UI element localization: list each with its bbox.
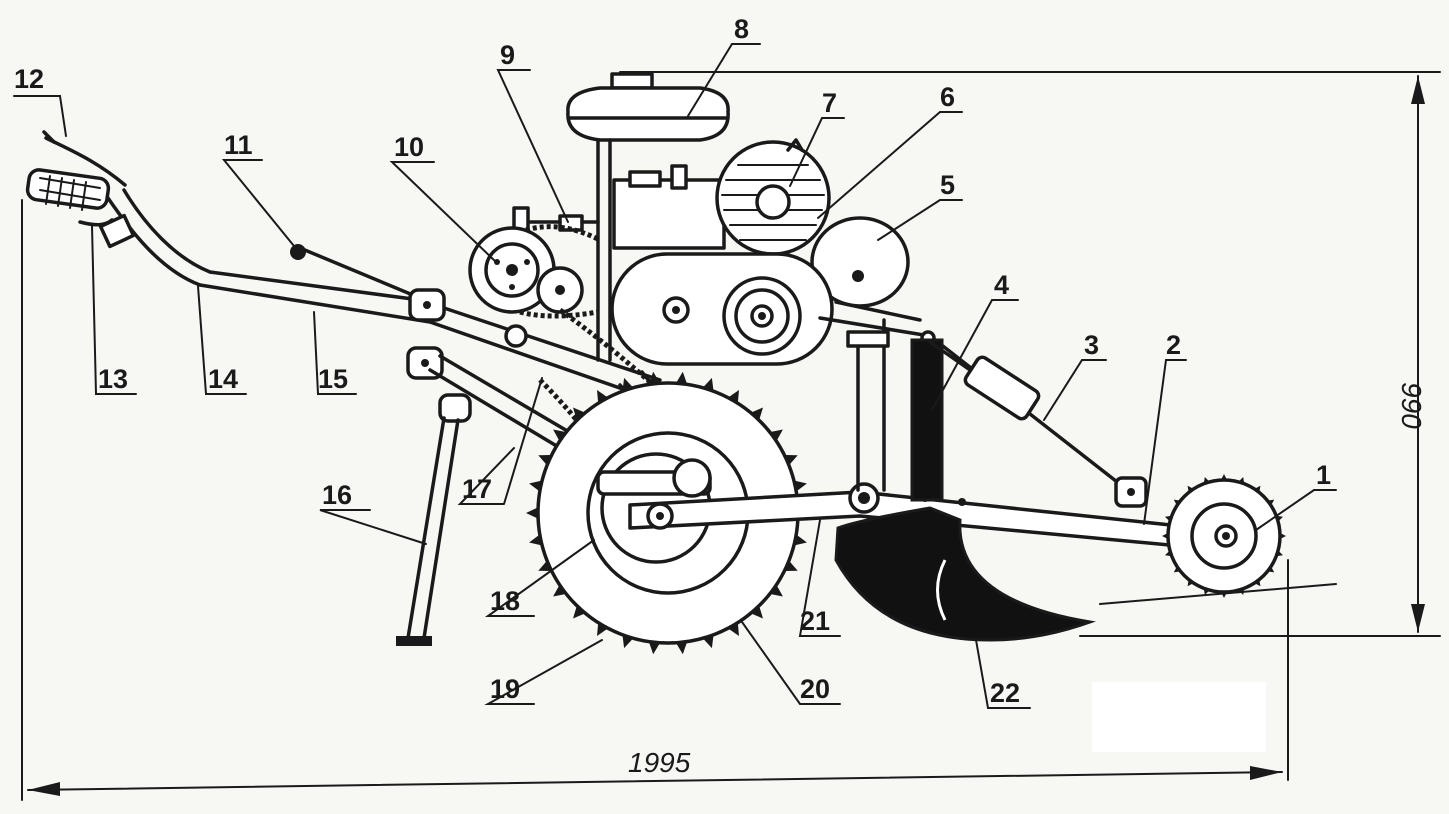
arrow-up-icon bbox=[1411, 76, 1425, 104]
plow-share bbox=[834, 506, 1096, 642]
kickstand bbox=[396, 393, 472, 646]
fuel-tank bbox=[566, 86, 730, 142]
label-18: 18 bbox=[490, 586, 520, 616]
fan-hub bbox=[755, 184, 791, 220]
label-17: 17 bbox=[462, 474, 492, 504]
label-8: 8 bbox=[734, 14, 749, 44]
label-19: 19 bbox=[490, 674, 520, 704]
label-6: 6 bbox=[940, 82, 955, 112]
label-3: 3 bbox=[1084, 330, 1099, 360]
label-16: 16 bbox=[322, 480, 352, 510]
part-labels: 12 13 14 15 11 10 9 8 7 6 5 4 3 2 1 16 1… bbox=[14, 14, 1427, 778]
lever-knob bbox=[290, 244, 306, 260]
engine-block bbox=[612, 178, 726, 250]
label-5: 5 bbox=[940, 170, 955, 200]
height-dimension-label: 990 bbox=[1396, 382, 1427, 429]
arrow-left-icon bbox=[28, 782, 60, 796]
label-7: 7 bbox=[822, 88, 837, 118]
label-11: 11 bbox=[224, 130, 253, 160]
handle-tube-upper bbox=[106, 196, 202, 287]
stand-foot bbox=[396, 636, 432, 646]
furrow-line bbox=[1099, 583, 1337, 605]
leader-lines bbox=[13, 43, 1337, 709]
blank-patch bbox=[1092, 682, 1266, 752]
plow-standard bbox=[910, 338, 944, 502]
label-12: 12 bbox=[14, 64, 44, 94]
label-20: 20 bbox=[800, 674, 830, 704]
support-wheel bbox=[1162, 474, 1286, 598]
label-1: 1 bbox=[1316, 460, 1331, 490]
label-21: 21 bbox=[800, 606, 830, 636]
label-4: 4 bbox=[994, 270, 1009, 300]
length-dimension-label: 1995 bbox=[628, 747, 691, 778]
plow-assembly bbox=[818, 300, 1337, 642]
engine-group bbox=[468, 72, 910, 472]
label-2: 2 bbox=[1166, 330, 1181, 360]
label-10: 10 bbox=[394, 132, 424, 162]
gear-lever bbox=[298, 246, 422, 300]
tank-cap bbox=[610, 72, 654, 90]
label-14: 14 bbox=[208, 364, 238, 394]
handle-clamp bbox=[98, 213, 136, 249]
arrow-right-icon bbox=[1250, 766, 1282, 780]
label-13: 13 bbox=[98, 364, 128, 394]
label-22: 22 bbox=[990, 678, 1020, 708]
drive-chain bbox=[519, 224, 692, 472]
shock-absorber bbox=[963, 355, 1041, 421]
grip-hatch bbox=[39, 175, 101, 211]
handle-grip bbox=[25, 168, 111, 210]
dimension-lines bbox=[21, 71, 1441, 801]
arrow-down-icon bbox=[1411, 604, 1425, 632]
label-9: 9 bbox=[500, 40, 515, 70]
length-dimension-line bbox=[27, 771, 1283, 791]
label-15: 15 bbox=[318, 364, 348, 394]
handle-bar-lower bbox=[198, 283, 642, 397]
